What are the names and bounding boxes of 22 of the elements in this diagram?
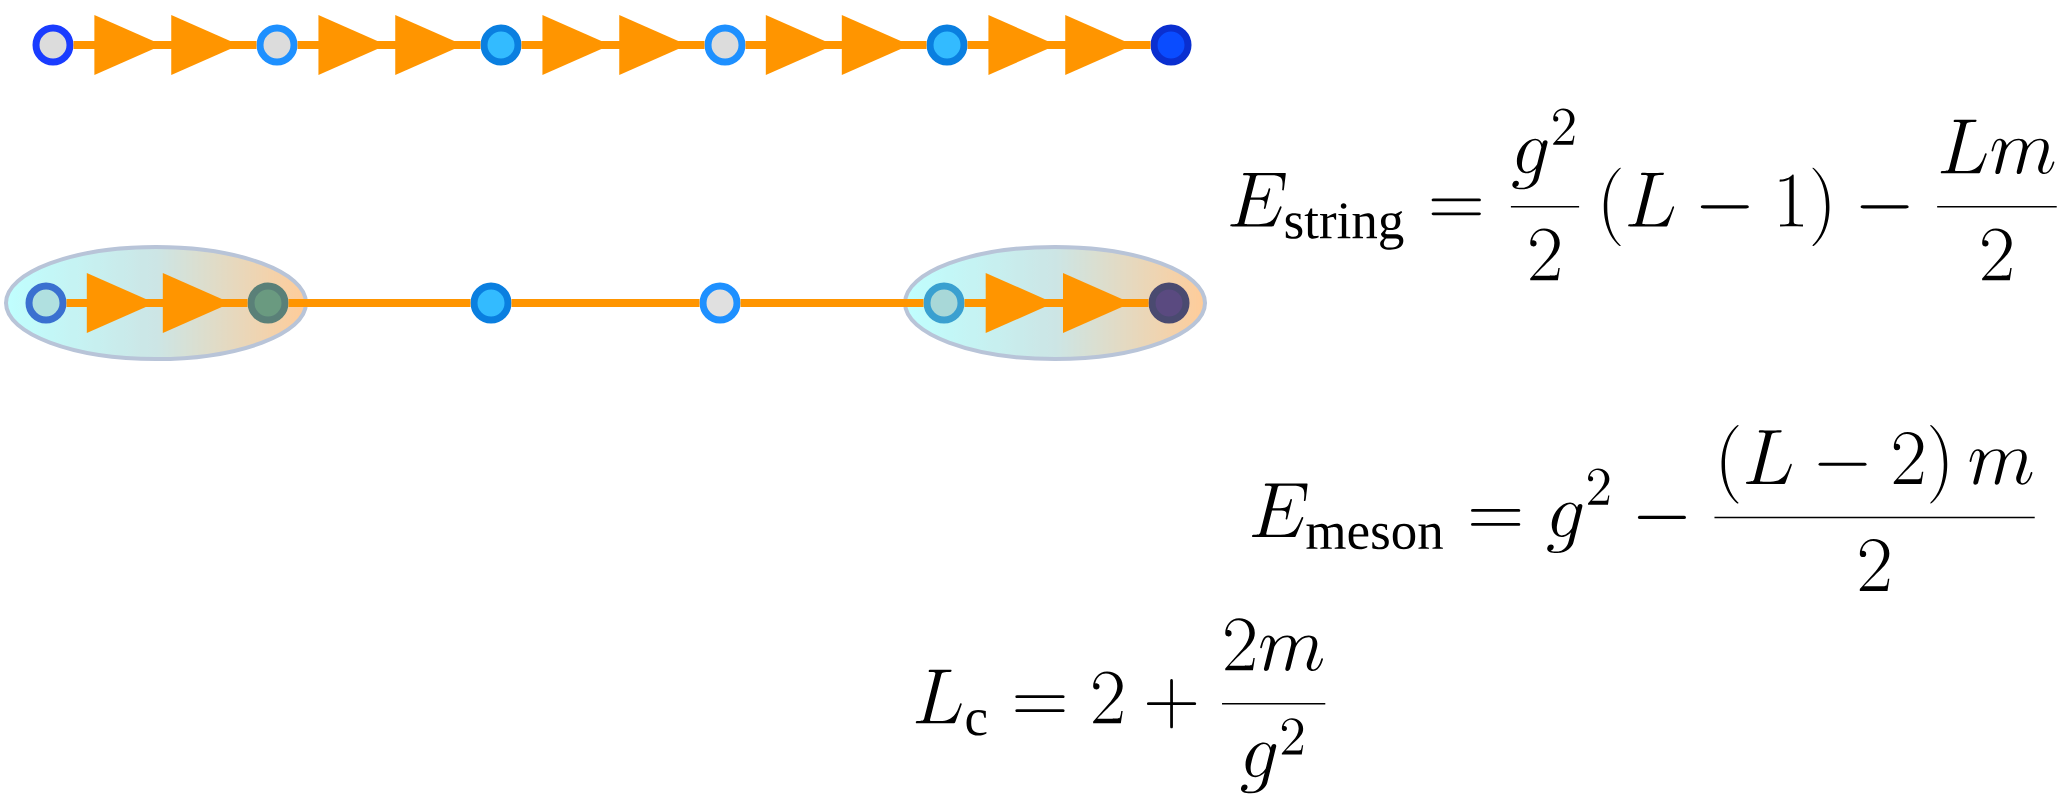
circle	[256, 24, 298, 66]
circle	[704, 24, 746, 66]
circle	[247, 282, 289, 324]
arrow	[967, 15, 1151, 75]
arrow	[66, 273, 248, 333]
circle	[25, 282, 67, 324]
arrow	[964, 273, 1149, 333]
arrow	[521, 15, 705, 75]
arrow	[745, 15, 927, 75]
circle	[470, 282, 512, 324]
circle	[923, 282, 965, 324]
circle	[926, 24, 968, 66]
circle	[1150, 24, 1192, 66]
circle	[699, 282, 741, 324]
equation: $L_{\mathrm{c}} = 2 + \frac{2m}{g^2}$	[915, 618, 1326, 794]
equation: $E_{\mathrm{string}} = \frac{g^2}{2}\left(L-1\right) - \frac{Lm}{2}$	[1230, 108, 2057, 281]
circle	[480, 24, 522, 66]
circle	[1148, 282, 1190, 324]
equation: $E_{\mathrm{meson}} = g^2 - \frac{\left(L-2\right)m}{2}$	[1252, 425, 2035, 591]
arrow	[297, 15, 481, 75]
arrow	[73, 15, 257, 75]
circle	[32, 24, 74, 66]
